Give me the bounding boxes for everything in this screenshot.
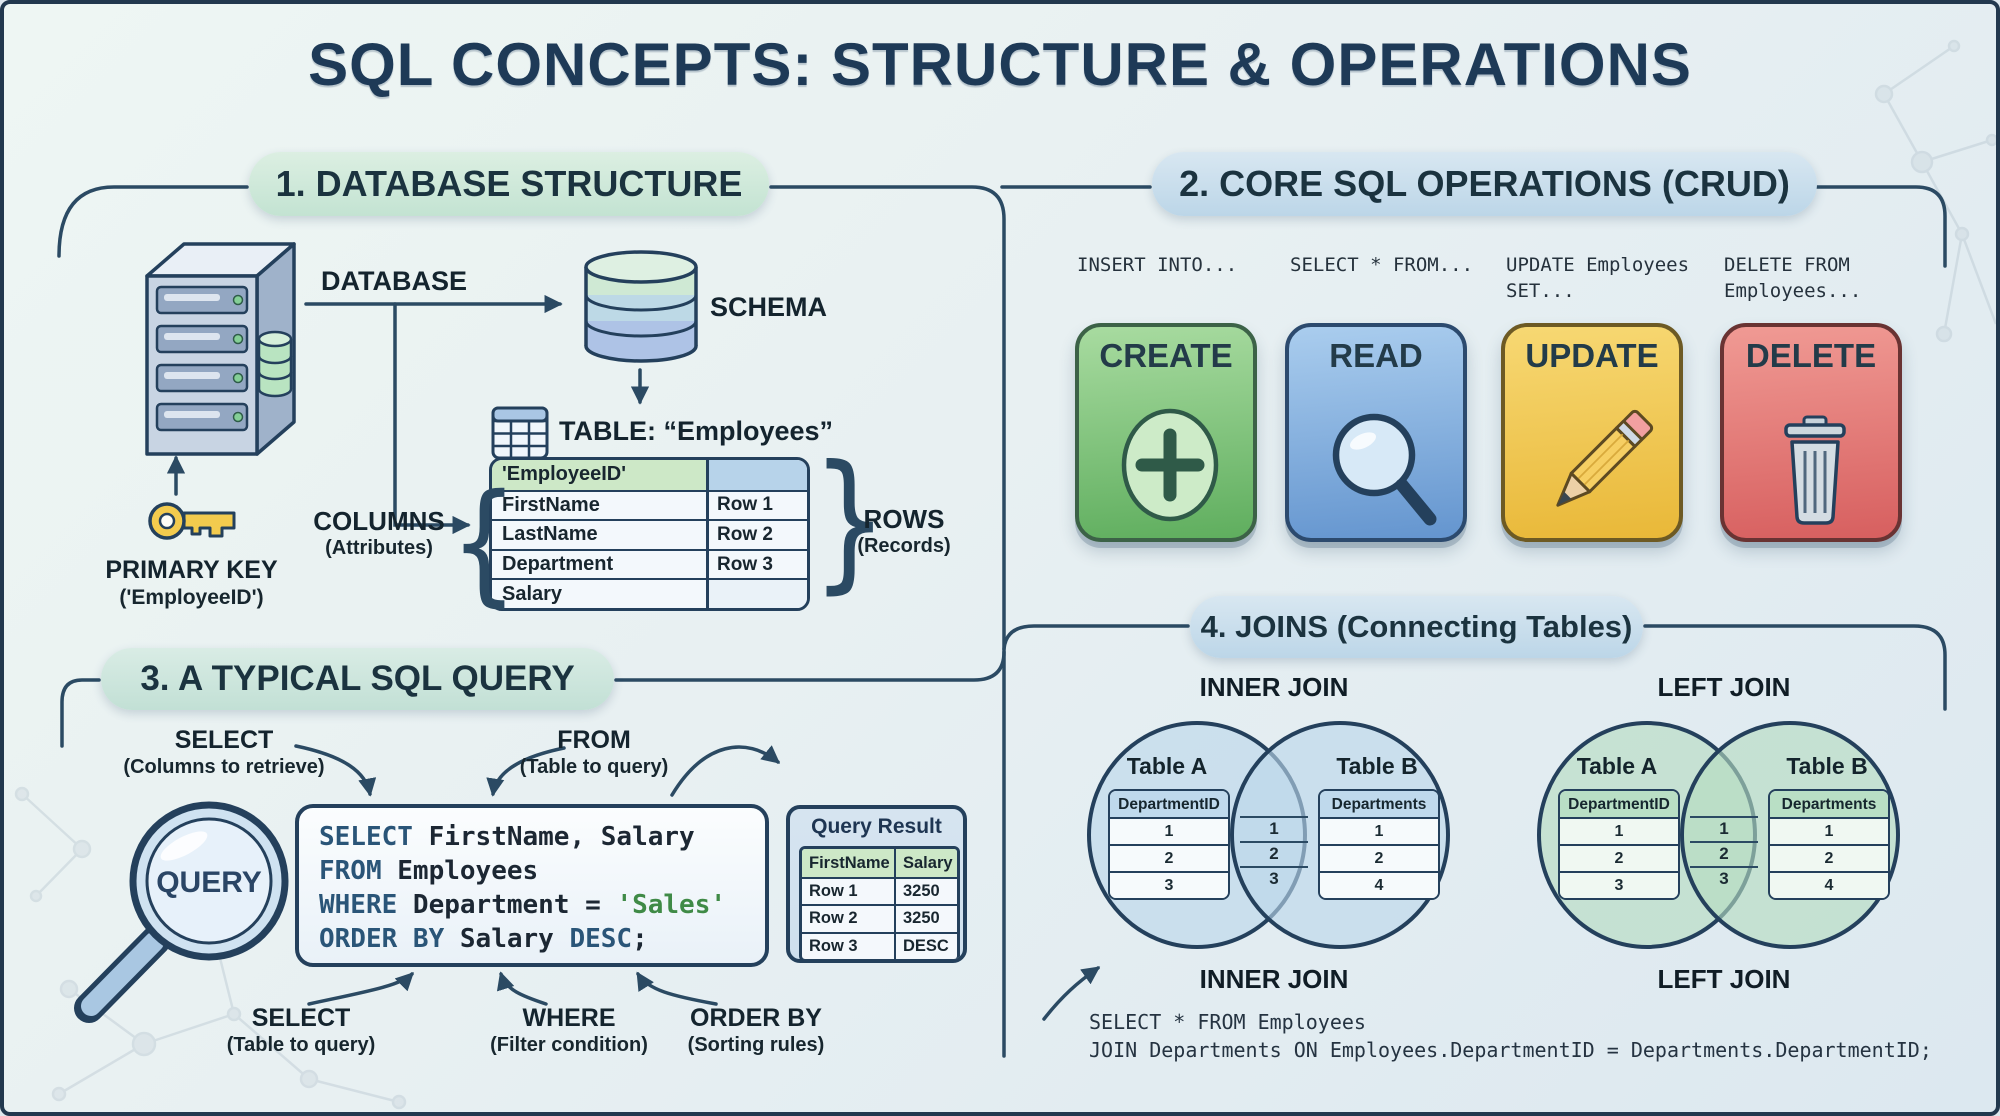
schema-label: SCHEMA bbox=[710, 292, 828, 322]
create-card: CREATE bbox=[1075, 323, 1257, 542]
code-line-4: ORDER BY Salary DESC; bbox=[319, 924, 648, 954]
result-cell: Row 3 bbox=[802, 931, 894, 959]
code-line-2: FROM Employees bbox=[319, 856, 539, 886]
join-code-line-1: SELECT * FROM Employees bbox=[1089, 1010, 1366, 1034]
table-a-mini: DepartmentID 1 2 3 bbox=[1558, 789, 1680, 900]
result-header-cell: FirstName bbox=[802, 849, 894, 877]
rows-label: ROWS bbox=[863, 504, 945, 534]
code-line-3: WHERE Department = 'Sales' bbox=[319, 890, 727, 920]
rows-sublabel: (Records) bbox=[857, 535, 951, 557]
database-label: DATABASE bbox=[321, 266, 467, 296]
order-by-sublabel: (Sorting rules) bbox=[687, 1034, 825, 1056]
columns-brace: { bbox=[450, 466, 518, 620]
left-join-caption: LEFT JOIN bbox=[1657, 964, 1791, 994]
select-snippet: SELECT * FROM... bbox=[1290, 254, 1474, 276]
query-result-table: FirstName Salary Row 1 3250 Row 2 3250 R… bbox=[799, 846, 960, 959]
section1-header: 1. DATABASE STRUCTURE bbox=[249, 152, 769, 216]
query-result-title: Query Result bbox=[811, 815, 942, 838]
update-label: UPDATE bbox=[1525, 337, 1659, 374]
inner-join-caption: INNER JOIN bbox=[1199, 964, 1349, 994]
section3-header: 3. A TYPICAL SQL QUERY bbox=[101, 648, 614, 710]
table-icon bbox=[491, 406, 549, 460]
table-a-title: Table A bbox=[1126, 753, 1208, 779]
update-snippet: UPDATE Employees SET... bbox=[1506, 254, 1690, 302]
delete-card: DELETE bbox=[1720, 323, 1902, 542]
server-icon bbox=[145, 242, 296, 456]
table-b-mini: Departments 1 2 4 bbox=[1318, 789, 1440, 900]
table-rec-cell: Row 3 bbox=[706, 548, 807, 579]
insert-snippet: INSERT INTO... bbox=[1077, 254, 1238, 276]
employees-table: 'EmployeeID' FirstName Row 1 LastName Ro… bbox=[489, 457, 810, 611]
code-line-1: SELECT FirstName, Salary bbox=[319, 822, 695, 852]
pencil-icon bbox=[1556, 409, 1654, 507]
sql-code-box: SELECT FirstName, Salary FROM Employees … bbox=[295, 804, 769, 967]
select-bottom-sublabel: (Table to query) bbox=[226, 1034, 376, 1056]
query-result-box: Query Result FirstName Salary Row 1 3250… bbox=[786, 805, 967, 963]
rows-brace: } bbox=[811, 434, 888, 608]
plus-icon bbox=[1121, 408, 1219, 522]
table-attr-cell: LastName bbox=[492, 519, 706, 549]
join-code-line-2: JOIN Departments ON Employees.Department… bbox=[1089, 1038, 1932, 1062]
result-cell: 3250 bbox=[894, 877, 957, 905]
from-top-label: FROM bbox=[557, 726, 631, 754]
table-a-mini: DepartmentID 1 2 3 bbox=[1108, 789, 1230, 900]
query-magnifier-icon bbox=[74, 801, 289, 1023]
table-attr-cell: FirstName bbox=[492, 489, 706, 520]
inner-join-top-label: INNER JOIN bbox=[1199, 672, 1349, 702]
update-card: UPDATE bbox=[1501, 323, 1683, 542]
left-join-venn: Table A Table B DepartmentID 1 2 3 Depar… bbox=[1514, 717, 1934, 961]
select-top-label: SELECT bbox=[174, 726, 274, 754]
table-title: TABLE: “Employees” bbox=[559, 416, 834, 446]
schema-cylinder-icon bbox=[584, 250, 698, 363]
section2-header: 2. CORE SQL OPERATIONS (CRUD) bbox=[1152, 152, 1817, 216]
columns-sublabel: (Attributes) bbox=[325, 537, 433, 559]
read-label: READ bbox=[1329, 337, 1423, 374]
result-cell: Row 1 bbox=[802, 877, 894, 904]
magnifier-icon bbox=[1332, 413, 1437, 526]
table-b-mini: Departments 1 2 4 bbox=[1768, 789, 1890, 900]
result-cell: Row 2 bbox=[802, 904, 894, 931]
page-title: SQL CONCEPTS: STRUCTURE & OPERATIONS bbox=[308, 31, 1692, 98]
select-top-sublabel: (Columns to retrieve) bbox=[123, 756, 325, 778]
read-card: READ bbox=[1285, 323, 1467, 542]
result-cell: DESC bbox=[894, 931, 957, 959]
where-sublabel: (Filter condition) bbox=[490, 1034, 648, 1056]
result-header-cell: Salary bbox=[894, 849, 957, 877]
primary-key-sublabel: ('EmployeeID') bbox=[119, 586, 264, 609]
table-attr-cell: Department bbox=[492, 548, 706, 579]
table-rec-cell: Row 1 bbox=[706, 489, 807, 520]
inner-join-venn: Table A Table B DepartmentID 1 2 3 Depar… bbox=[1064, 717, 1484, 961]
table-rec-cell bbox=[706, 578, 807, 608]
from-top-sublabel: (Table to query) bbox=[519, 756, 669, 778]
table-key-cell: 'EmployeeID' bbox=[492, 460, 706, 490]
table-row-header-cell bbox=[706, 460, 807, 490]
table-a-title: Table A bbox=[1576, 753, 1658, 779]
trash-icon bbox=[1784, 415, 1846, 525]
table-attr-cell: Salary bbox=[492, 578, 706, 608]
query-label: QUERY bbox=[156, 866, 262, 899]
delete-label: DELETE bbox=[1745, 337, 1877, 374]
order-by-label: ORDER BY bbox=[690, 1004, 822, 1032]
primary-key-label: PRIMARY KEY bbox=[105, 556, 278, 584]
select-bottom-label: SELECT bbox=[251, 1004, 351, 1032]
table-b-title: Table B bbox=[1336, 753, 1418, 779]
create-label: CREATE bbox=[1099, 337, 1233, 374]
delete-snippet: DELETE FROM Employees... bbox=[1724, 254, 1862, 302]
left-join-top-label: LEFT JOIN bbox=[1657, 672, 1791, 702]
table-b-title: Table B bbox=[1786, 753, 1868, 779]
columns-label: COLUMNS bbox=[313, 506, 445, 536]
where-label: WHERE bbox=[522, 1004, 616, 1032]
key-icon bbox=[148, 502, 236, 540]
table-rec-cell: Row 2 bbox=[706, 519, 807, 549]
section4-header: 4. JOINS (Connecting Tables) bbox=[1190, 596, 1643, 658]
result-cell: 3250 bbox=[894, 904, 957, 932]
